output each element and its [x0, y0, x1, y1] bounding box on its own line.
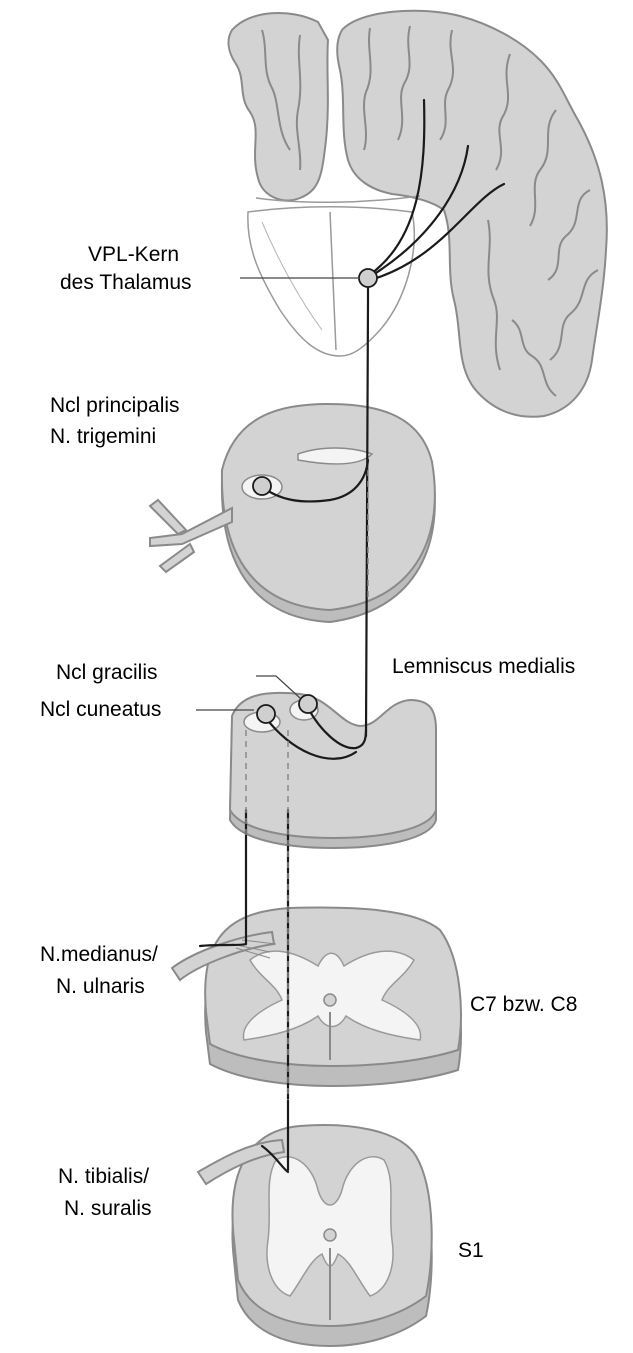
cuneatus-neuron	[257, 705, 275, 723]
brainstem-top-face	[222, 404, 435, 610]
third-ventricle-line	[330, 212, 336, 350]
tibialis-label-line2: N. suralis	[64, 1196, 152, 1222]
brainstem-section	[150, 404, 435, 622]
vpl-label-line2: des Thalamus	[60, 270, 192, 296]
vpl-label-line1: VPL-Kern	[88, 242, 179, 268]
medianus-label-line1: N.medianus/	[40, 942, 158, 968]
left-hemisphere	[229, 13, 328, 200]
spinal-cord-s1-section	[198, 1125, 432, 1346]
medianus-label-line2: N. ulnaris	[56, 974, 145, 1000]
vpl-neuron	[359, 269, 377, 287]
trigeminal-branch-lower	[160, 544, 194, 572]
sacral-central-canal	[324, 1229, 336, 1241]
right-hemisphere	[337, 11, 607, 417]
tibialis-label-line1: N. tibialis/	[58, 1164, 149, 1190]
gracilis-neuron	[299, 695, 317, 713]
cervical-root-entry	[200, 944, 246, 946]
s1-label: S1	[458, 1238, 484, 1264]
thalamus-region	[248, 196, 420, 356]
cervical-central-canal	[324, 994, 336, 1006]
gracilis-label: Ncl gracilis	[56, 660, 158, 686]
principalis-neuron	[253, 477, 271, 495]
principalis-label-line1: Ncl principalis	[50, 393, 180, 419]
c7-c8-label: C7 bzw. C8	[470, 992, 577, 1018]
internal-capsule-line	[262, 222, 322, 330]
lemniscus-label: Lemniscus medialis	[392, 654, 575, 680]
trigeminal-branch-upper	[150, 500, 186, 534]
principalis-label-line2: N. trigemini	[50, 424, 156, 450]
spinal-cord-c7-section	[172, 908, 461, 1086]
cortex-section	[229, 11, 607, 417]
cuneatus-label: Ncl cuneatus	[40, 697, 161, 723]
